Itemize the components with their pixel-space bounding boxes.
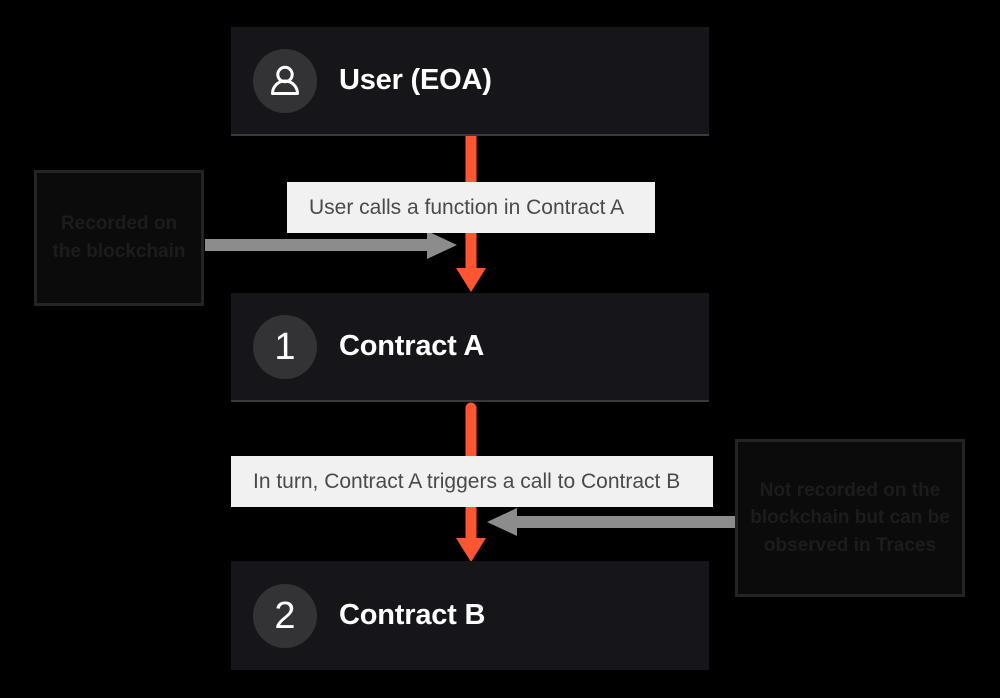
- flow-a-to-b-upper-segment: [465, 402, 477, 462]
- message-box-contract-a-triggers-contract-b: In turn, Contract A triggers a call to C…: [231, 456, 713, 507]
- flow-user-to-a-arrow: [456, 227, 486, 292]
- node-user[interactable]: User (EOA): [231, 27, 709, 136]
- person-icon: [271, 65, 299, 95]
- step-number-badge-1: 1: [253, 314, 317, 379]
- flow-a-to-b-arrow: [456, 503, 486, 562]
- step-number-1: 1: [274, 325, 296, 368]
- node-contract-b[interactable]: 2 Contract B: [231, 561, 709, 670]
- message-text-2: In turn, Contract A triggers a call to C…: [253, 469, 681, 493]
- node-contract-b-label: Contract B: [339, 599, 486, 631]
- node-contract-a-label: Contract A: [339, 330, 485, 362]
- message-box-user-calls-contract-a: User calls a function in Contract A: [287, 182, 655, 233]
- annotation-not-recorded-traces: Not recorded on the blockchain but can b…: [735, 439, 965, 597]
- person-avatar-badge: [253, 48, 317, 113]
- step-number-badge-2: 2: [253, 583, 317, 648]
- node-contract-a[interactable]: 1 Contract A: [231, 293, 709, 402]
- pointer-left-arrow: [205, 231, 457, 259]
- annotation-recorded-on-blockchain: Recorded on the blockchain: [34, 170, 204, 306]
- annotation-right-text: Not recorded on the blockchain but can b…: [750, 479, 950, 556]
- node-user-label: User (EOA): [339, 64, 492, 96]
- flow-user-to-a-upper-segment: [465, 130, 477, 190]
- pointer-right-arrow: [487, 508, 739, 536]
- step-number-2: 2: [274, 594, 296, 637]
- annotation-left-text: Recorded on the blockchain: [52, 213, 186, 262]
- message-text-1: User calls a function in Contract A: [309, 195, 625, 219]
